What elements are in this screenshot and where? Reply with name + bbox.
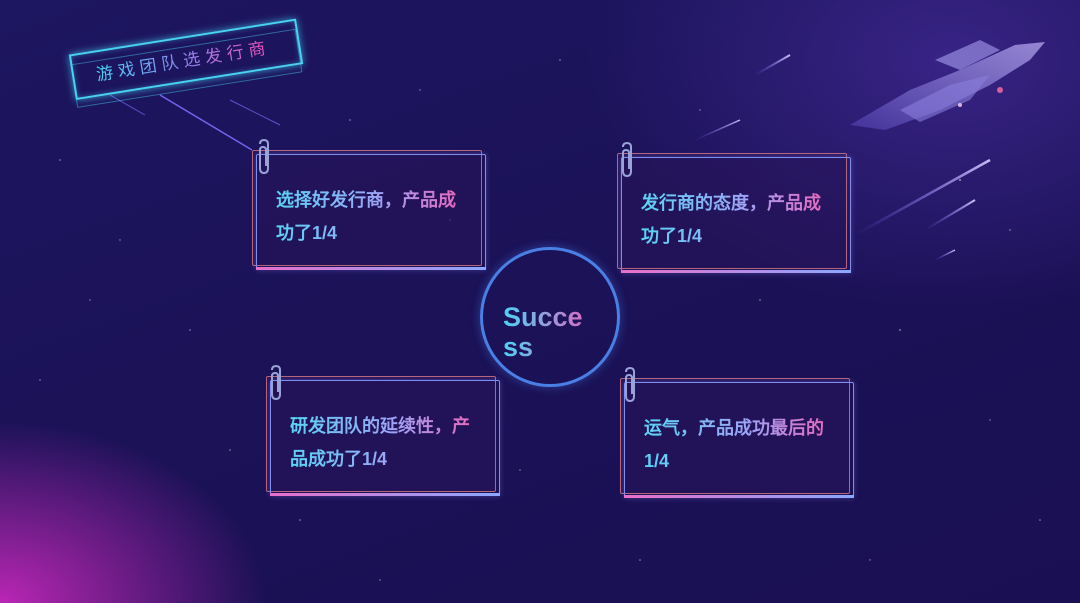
paperclip-icon (271, 364, 281, 401)
card-publisher-attitude: 发行商的态度，产品成功了1/4 (617, 141, 851, 273)
card-frame-front (621, 157, 851, 273)
card-frame-back (266, 376, 496, 492)
card-frame-back (620, 378, 850, 494)
card-frame-front (624, 382, 854, 498)
card-frame-front (256, 154, 486, 270)
card-text: 发行商的态度，产品成功了1/4 (641, 187, 833, 253)
card-frame-front (270, 380, 500, 496)
card-publisher-choice: 选择好发行商，产品成功了1/4 (252, 138, 486, 270)
card-text: 运气，产品成功最后的1/4 (644, 412, 836, 478)
card-text: 研发团队的延续性，产品成功了1/4 (290, 410, 482, 476)
card-team-continuity: 研发团队的延续性，产品成功了1/4 (266, 364, 500, 496)
paperclip-icon (622, 141, 632, 178)
spaceship-illustration (850, 40, 1045, 130)
slide-title: 游戏团队选发行商 (94, 33, 272, 85)
card-frame-back (617, 153, 847, 269)
success-label: Success (503, 302, 597, 362)
title-frame: 游戏团队选发行商 (68, 18, 304, 100)
success-circle: Success (480, 247, 620, 387)
card-frame-back (252, 150, 482, 266)
slide-title-plate: 游戏团队选发行商 (68, 18, 312, 130)
paperclip-icon (259, 138, 269, 175)
paperclip-icon (625, 366, 635, 403)
card-luck: 运气，产品成功最后的1/4 (620, 366, 854, 498)
card-text: 选择好发行商，产品成功了1/4 (276, 184, 468, 250)
